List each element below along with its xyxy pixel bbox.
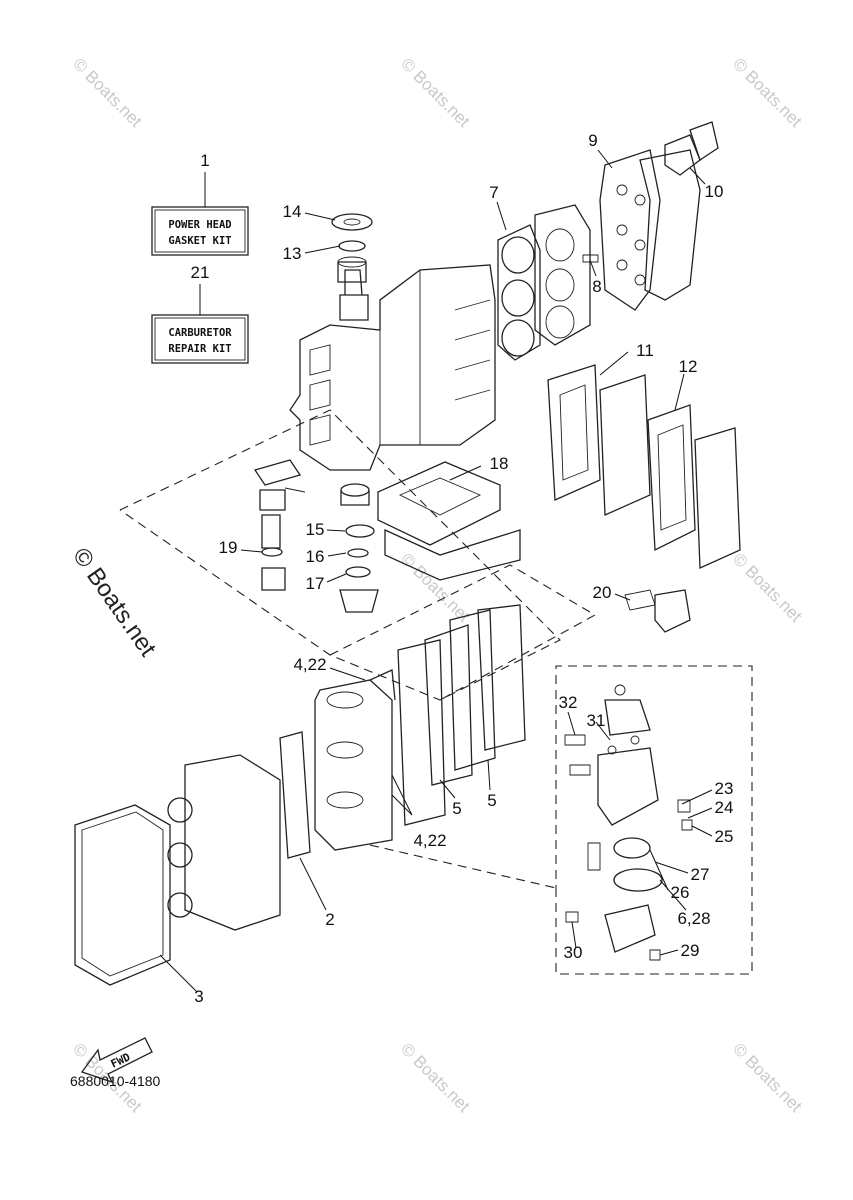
callout-29: 29 bbox=[681, 941, 700, 960]
callout-14: 14 bbox=[283, 202, 302, 221]
base-gasket-18 bbox=[377, 461, 501, 546]
callout-25: 25 bbox=[715, 827, 734, 846]
callout-30: 30 bbox=[564, 943, 583, 962]
carburetor-group-outline bbox=[555, 665, 753, 975]
bearing-housing bbox=[337, 261, 367, 283]
callout-26: 26 bbox=[671, 883, 690, 902]
callout-24: 24 bbox=[715, 798, 734, 817]
kit-line2: GASKET KIT bbox=[168, 235, 231, 247]
kit-line2: REPAIR KIT bbox=[168, 343, 231, 355]
oil-seal-14 bbox=[331, 213, 373, 231]
lower-bearing-parts bbox=[339, 483, 379, 613]
watermark: © Boats.net bbox=[69, 54, 146, 131]
exhaust-cover-gasket-11 bbox=[547, 364, 601, 501]
callout-8: 8 bbox=[592, 277, 601, 296]
watermark: © Boats.net bbox=[397, 1039, 474, 1116]
callout-13: 13 bbox=[283, 244, 302, 263]
watermark: © Boats.net bbox=[729, 1039, 806, 1116]
callout-4-22: 4,22 bbox=[293, 655, 326, 674]
watermark: © Boats.net bbox=[397, 549, 474, 626]
callout-23: 23 bbox=[715, 779, 734, 798]
intake-manifold-4-22 bbox=[314, 669, 396, 851]
bolt-8 bbox=[582, 254, 599, 263]
callout-12: 12 bbox=[679, 357, 698, 376]
head-cover-gasket-9 bbox=[599, 149, 661, 311]
exhaust-guide bbox=[384, 528, 521, 581]
power-head-block bbox=[289, 264, 496, 471]
callout-27: 27 bbox=[691, 865, 710, 884]
cylinder-head bbox=[534, 204, 591, 346]
reed-valve-gasket bbox=[397, 639, 446, 826]
callout-16: 16 bbox=[306, 547, 325, 566]
carburetor-leader bbox=[369, 844, 557, 889]
head-cover bbox=[639, 149, 701, 301]
kit-line1: POWER HEAD bbox=[168, 219, 231, 231]
cylinder-head-gasket-7 bbox=[497, 224, 541, 361]
callout-2: 2 bbox=[325, 910, 334, 929]
kit-line1: CARBURETOR bbox=[168, 327, 232, 339]
carburetor-body bbox=[564, 684, 693, 961]
reed-valve-gasket-5b bbox=[449, 609, 496, 771]
watermark-large: © Boats.net bbox=[67, 543, 161, 662]
diagram-part-code: 6880010-4180 bbox=[70, 1073, 161, 1089]
callout-4-22: 4,22 bbox=[413, 831, 446, 850]
exhaust-outer-cover bbox=[694, 427, 741, 569]
thermostat-gasket-10 bbox=[664, 134, 701, 176]
callout-7: 7 bbox=[489, 183, 498, 202]
o-ring-13 bbox=[338, 240, 366, 252]
callout-3: 3 bbox=[194, 987, 203, 1006]
kit-number: 21 bbox=[191, 263, 210, 282]
reed-valve-gasket-5a bbox=[424, 624, 473, 786]
callout-32: 32 bbox=[559, 693, 578, 712]
callout-10: 10 bbox=[705, 182, 724, 201]
callout-11: 11 bbox=[636, 341, 654, 360]
fuel-joint-parts bbox=[253, 459, 306, 591]
watermark: © Boats.net bbox=[729, 54, 806, 131]
callout-6-28: 6,28 bbox=[677, 909, 710, 928]
reed-valve-assembly bbox=[477, 604, 526, 751]
silencer-gasket-2 bbox=[279, 731, 311, 859]
silencer-cover-3 bbox=[74, 804, 171, 986]
exhaust-inner-cover bbox=[599, 374, 651, 516]
callout-18: 18 bbox=[490, 454, 509, 473]
fuel-pump bbox=[654, 589, 691, 633]
intake-silencer bbox=[184, 754, 281, 931]
callouts: 2 3 4,22 4,22 5 5 6,28 7 8 9 10 11 12 13… bbox=[194, 131, 733, 1006]
exhaust-cover-gasket-12 bbox=[647, 404, 696, 552]
float-bowl-gasket bbox=[613, 868, 663, 892]
callout-31: 31 bbox=[587, 711, 606, 730]
callout-15: 15 bbox=[306, 520, 325, 539]
callout-5: 5 bbox=[452, 799, 461, 818]
callout-20: 20 bbox=[593, 583, 612, 602]
carburetor-repair-kit-box: CARBURETOR REPAIR KIT bbox=[151, 314, 249, 364]
callout-17: 17 bbox=[306, 574, 325, 593]
power-head-gasket-kit-box: POWER HEAD GASKET KIT bbox=[151, 206, 249, 256]
watermark: © Boats.net bbox=[729, 549, 806, 626]
callout-9: 9 bbox=[588, 131, 597, 150]
leader-lines bbox=[159, 149, 713, 993]
kit-number: 1 bbox=[200, 151, 209, 170]
watermark: © Boats.net bbox=[397, 54, 474, 131]
callout-19: 19 bbox=[219, 538, 238, 557]
callout-5: 5 bbox=[487, 791, 496, 810]
thermostat-cover bbox=[689, 121, 719, 162]
